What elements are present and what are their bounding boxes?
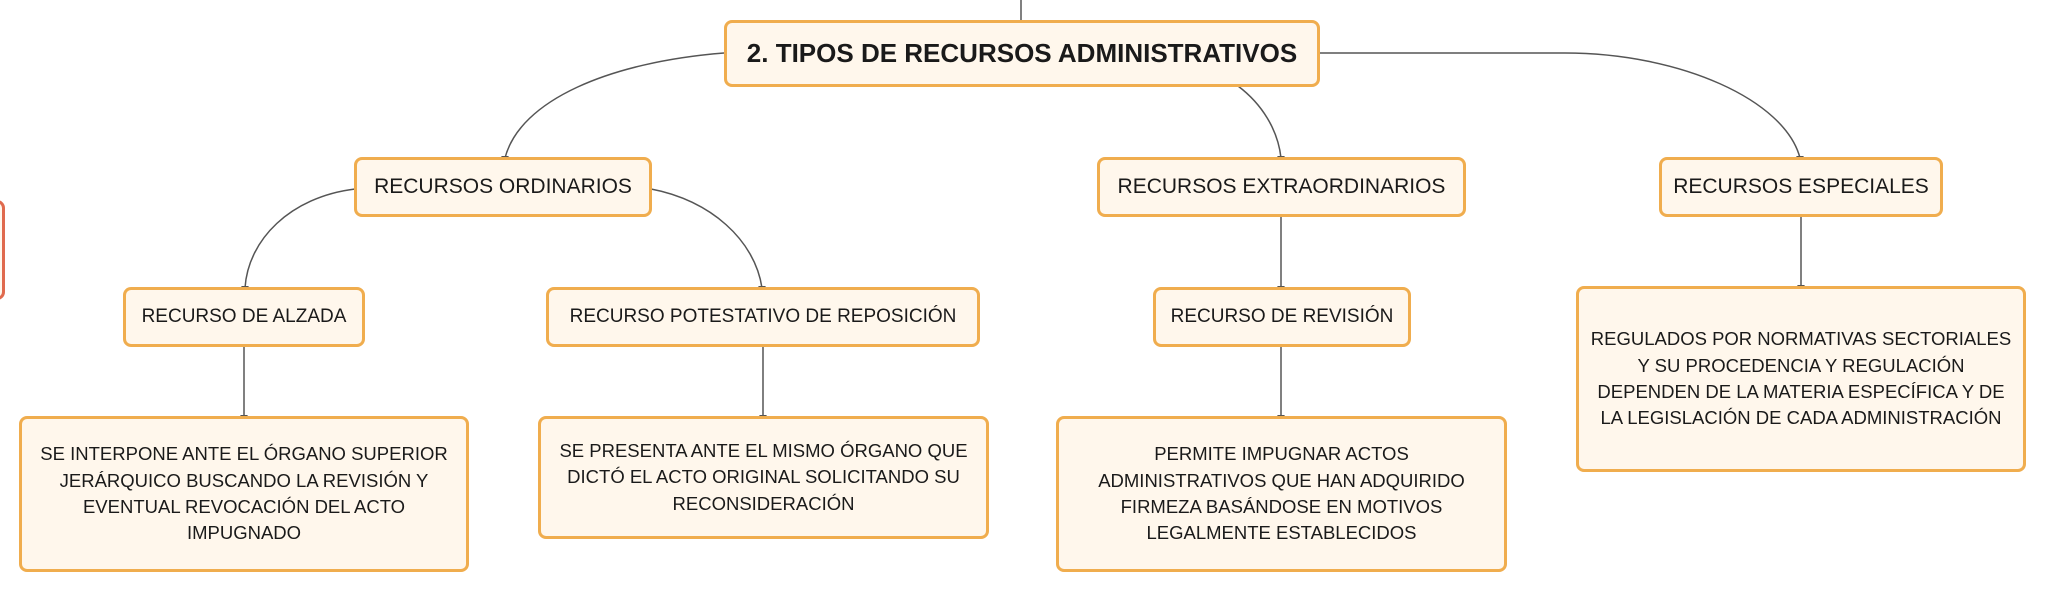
node-recurso-alzada-label: RECURSO DE ALZADA bbox=[141, 305, 347, 327]
description-recurso-alzada[interactable]: SE INTERPONE ANTE EL ÓRGANO SUPERIOR JER… bbox=[19, 416, 469, 572]
description-recursos-especiales-text: REGULADOS POR NORMATIVAS SECTORIALES Y S… bbox=[1590, 328, 2012, 429]
description-recurso-revision[interactable]: PERMITE IMPUGNAR ACTOS ADMINISTRATIVOS Q… bbox=[1056, 416, 1507, 572]
node-recurso-reposicion-label: RECURSO POTESTATIVO DE REPOSICIÓN bbox=[569, 305, 957, 327]
root-node[interactable]: 2. TIPOS DE RECURSOS ADMINISTRATIVOS bbox=[724, 20, 1320, 87]
node-recursos-especiales-label: RECURSOS ESPECIALES bbox=[1673, 175, 1929, 199]
node-recurso-revision-label: RECURSO DE REVISIÓN bbox=[1170, 305, 1394, 327]
description-recurso-reposicion[interactable]: SE PRESENTA ANTE EL MISMO ÓRGANO QUE DIC… bbox=[538, 416, 989, 539]
description-recurso-reposicion-text: SE PRESENTA ANTE EL MISMO ÓRGANO QUE DIC… bbox=[559, 440, 968, 514]
root-node-label: 2. TIPOS DE RECURSOS ADMINISTRATIVOS bbox=[746, 38, 1298, 69]
node-recursos-ordinarios[interactable]: RECURSOS ORDINARIOS bbox=[354, 157, 652, 217]
description-recurso-alzada-text: SE INTERPONE ANTE EL ÓRGANO SUPERIOR JER… bbox=[40, 443, 448, 544]
offscreen-node-edge bbox=[0, 200, 5, 300]
connector-root-especiales bbox=[1318, 52, 1801, 159]
node-recurso-reposicion[interactable]: RECURSO POTESTATIVO DE REPOSICIÓN bbox=[546, 287, 980, 347]
description-recursos-especiales[interactable]: REGULADOS POR NORMATIVAS SECTORIALES Y S… bbox=[1576, 286, 2026, 472]
node-recursos-extraordinarios[interactable]: RECURSOS EXTRAORDINARIOS bbox=[1097, 157, 1466, 217]
connector-root-ordinarios bbox=[504, 52, 725, 159]
node-recursos-especiales[interactable]: RECURSOS ESPECIALES bbox=[1659, 157, 1943, 217]
description-recurso-revision-text: PERMITE IMPUGNAR ACTOS ADMINISTRATIVOS Q… bbox=[1098, 443, 1465, 544]
connector-root-extraordinarios bbox=[1237, 85, 1282, 159]
node-recurso-alzada[interactable]: RECURSO DE ALZADA bbox=[123, 287, 365, 347]
connector-ordinarios-alzada bbox=[244, 188, 356, 289]
connector-ordinarios-reposicion bbox=[650, 188, 763, 289]
node-recursos-extraordinarios-label: RECURSOS EXTRAORDINARIOS bbox=[1117, 175, 1446, 199]
node-recurso-revision[interactable]: RECURSO DE REVISIÓN bbox=[1153, 287, 1411, 347]
node-recursos-ordinarios-label: RECURSOS ORDINARIOS bbox=[374, 175, 632, 199]
